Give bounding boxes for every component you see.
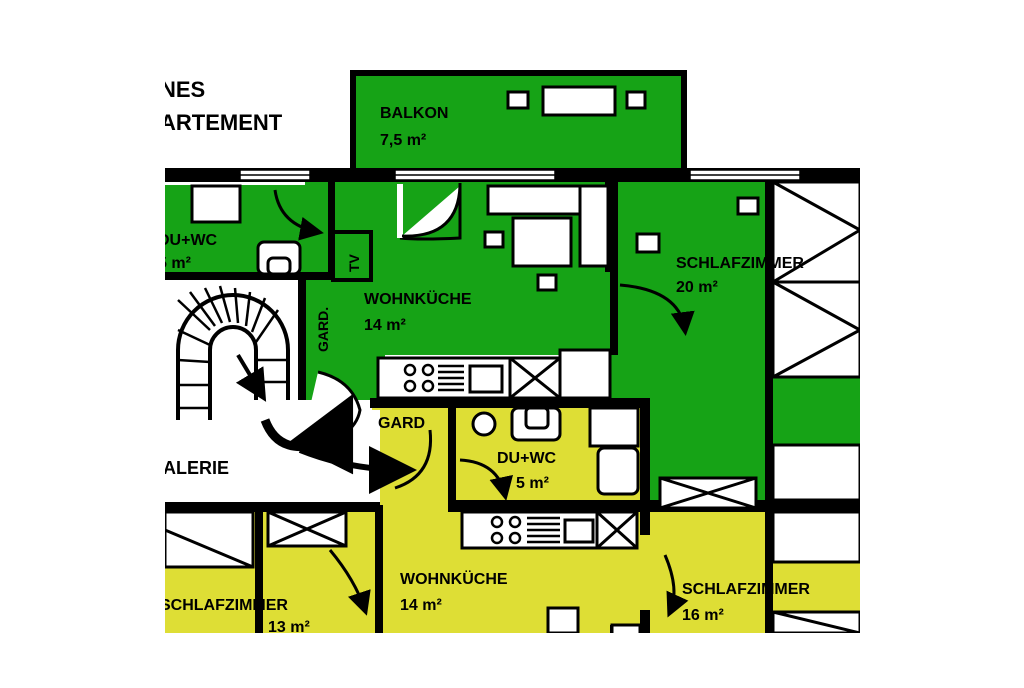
kitchen-lower-label: WOHNKÜCHE	[400, 569, 508, 588]
balkon-area-label: 7,5 m²	[380, 132, 426, 149]
bath-lower-fixtures	[471, 406, 640, 496]
kitchen-lower-area-label: 14 m²	[400, 597, 442, 614]
balkon-furniture	[506, 85, 647, 117]
bedroom-right-furniture	[771, 510, 860, 633]
bedroom-left-furniture	[165, 510, 348, 569]
kitchen-top-area-label: 14 m²	[364, 317, 406, 334]
bedroom-top-furniture	[635, 180, 860, 510]
header-line2: ARTEMENT	[160, 110, 283, 135]
balkon-label: BALKON	[380, 105, 448, 122]
gard-lower-label: GARD	[378, 415, 425, 432]
bedroom-right-label: SCHLAFZIMMER	[682, 581, 810, 598]
bath-top-area-label: 5 m²	[158, 255, 191, 272]
bath-top-fixtures	[190, 184, 302, 276]
gard-vertical-label: GARD.	[315, 307, 331, 352]
bath-lower-label: DU+WC	[497, 450, 557, 467]
windows	[239, 169, 801, 181]
stove-top	[403, 363, 464, 393]
kitchen-top-label: WOHNKÜCHE	[364, 289, 472, 308]
bath-lower-area-label: 5 m²	[516, 475, 549, 492]
galerie-label: ALERIE	[163, 458, 229, 478]
tv-label: TV	[346, 253, 362, 272]
stove-lower	[490, 515, 560, 545]
door-swings	[260, 183, 695, 618]
bedroom-top-label: SCHLAFZIMMER	[676, 255, 804, 272]
bedroom-right-area-label: 16 m²	[682, 607, 724, 624]
bath-top-label: DU+WC	[158, 232, 218, 249]
bedroom-top-area-label: 20 m²	[676, 279, 718, 296]
bedroom-left-area-label: 13 m²	[268, 619, 310, 636]
bedroom-left-label: SCHLAFZIMMER	[160, 597, 288, 614]
balkon-area	[352, 72, 685, 170]
header-line1: NES	[160, 77, 205, 102]
